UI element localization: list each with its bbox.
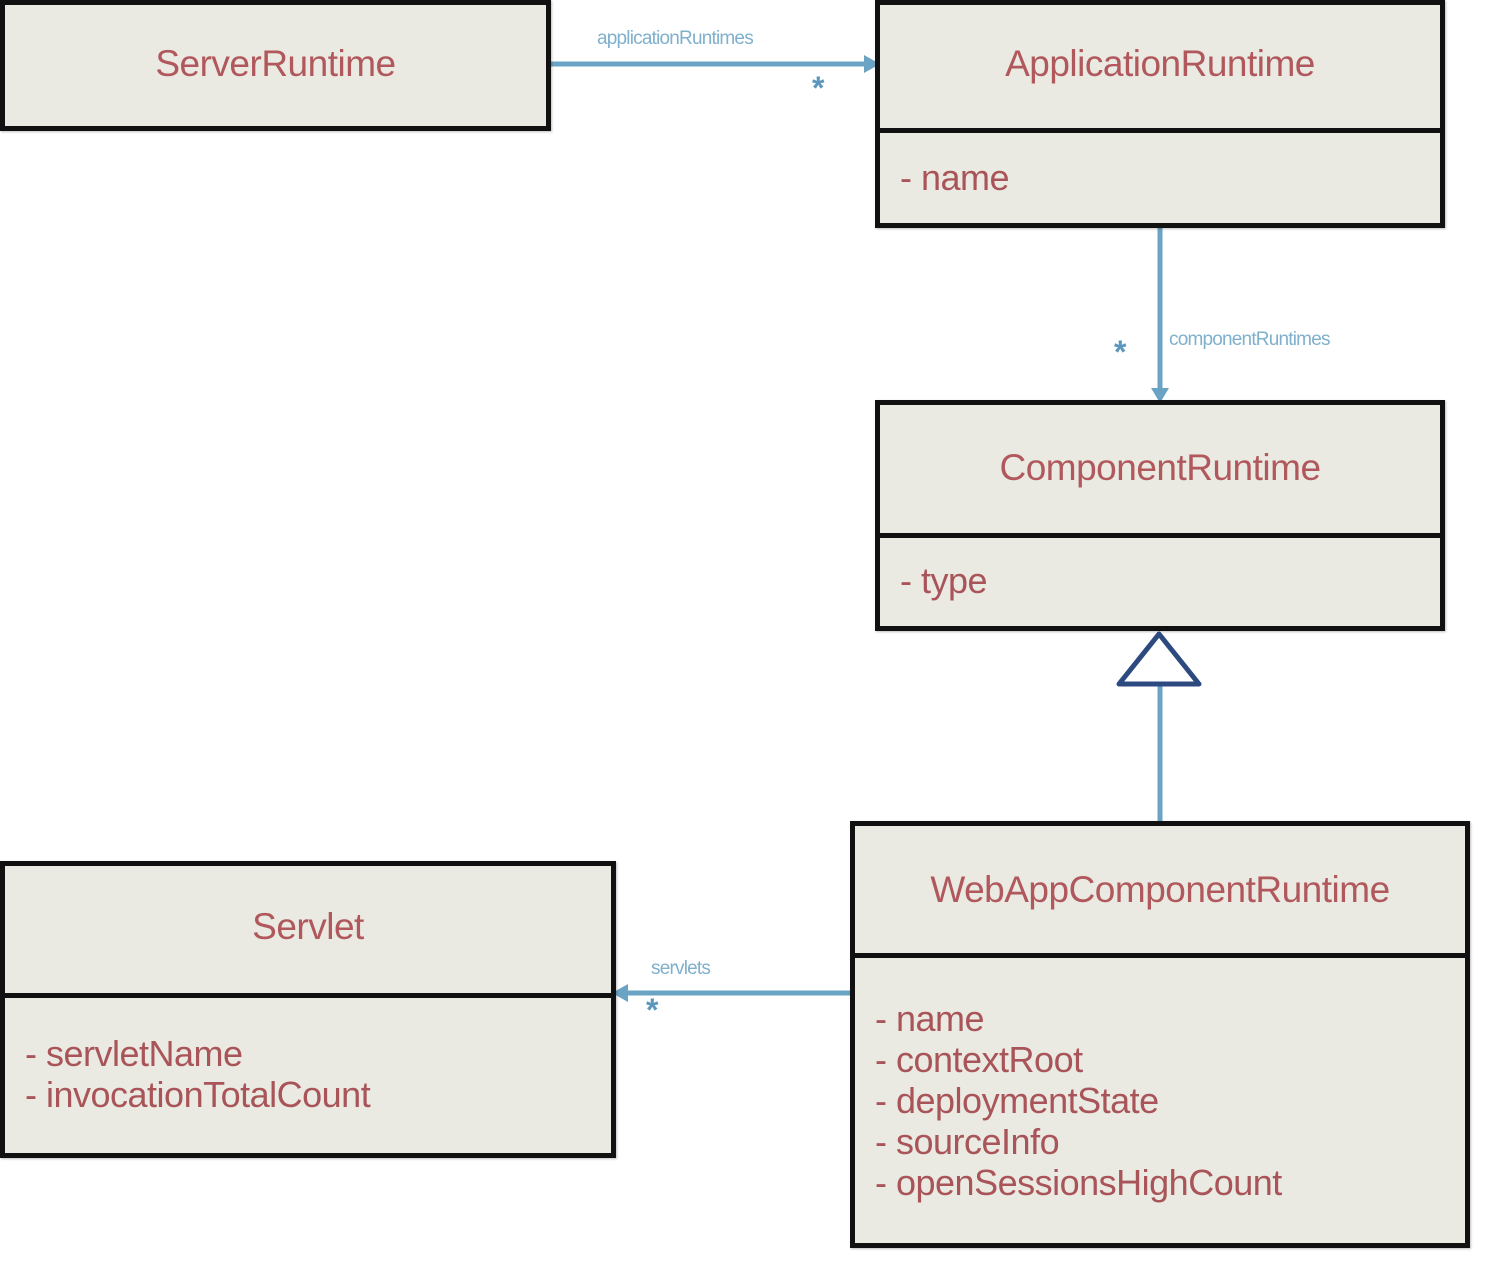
attribute: - name xyxy=(875,998,985,1039)
servlets-multiplicity: * xyxy=(646,992,659,1028)
compartment-divider xyxy=(880,533,1440,538)
attribute: - servletName xyxy=(25,1033,243,1074)
class-name: ServerRuntime xyxy=(155,43,396,84)
attribute: - openSessionsHighCount xyxy=(875,1162,1282,1203)
application-runtimes-label: applicationRuntimes xyxy=(597,28,754,49)
component-runtimes-multiplicity: * xyxy=(1114,334,1127,370)
attribute: - type xyxy=(900,560,988,601)
servlets-arrowhead xyxy=(612,984,628,1002)
class-server-runtime[interactable]: ServerRuntime xyxy=(0,0,551,131)
attribute-list: - servletName - invocationTotalCount xyxy=(25,1033,371,1115)
application-runtimes-arrowhead xyxy=(864,55,880,73)
class-name: WebAppComponentRuntime xyxy=(930,869,1390,910)
attribute: - name xyxy=(900,157,1010,198)
attribute-list: - name - contextRoot - deploymentState -… xyxy=(875,998,1282,1203)
class-servlet[interactable]: Servlet - servletName - invocationTotalC… xyxy=(0,861,616,1158)
attribute-list: - name xyxy=(900,157,1010,198)
application-runtimes-multiplicity: * xyxy=(812,70,825,106)
attribute: - contextRoot xyxy=(875,1039,1083,1080)
generalization-triangle xyxy=(1116,631,1202,687)
attribute: - deploymentState xyxy=(875,1080,1159,1121)
compartment-divider xyxy=(5,993,611,998)
compartment-divider xyxy=(855,953,1465,958)
class-application-runtime[interactable]: ApplicationRuntime - name xyxy=(875,0,1445,228)
attribute: - invocationTotalCount xyxy=(25,1074,371,1115)
class-component-runtime[interactable]: ComponentRuntime - type xyxy=(875,400,1445,631)
component-runtimes-label: componentRuntimes xyxy=(1169,329,1330,350)
attribute-list: - type xyxy=(900,560,988,601)
compartment-divider xyxy=(880,128,1440,133)
component-runtimes-arrowhead xyxy=(1151,388,1169,403)
attribute: - sourceInfo xyxy=(875,1121,1060,1162)
class-webapp-component-runtime[interactable]: WebAppComponentRuntime - name - contextR… xyxy=(850,821,1470,1248)
class-name: Servlet xyxy=(252,906,364,947)
servlets-label: servlets xyxy=(651,958,711,979)
class-name: ApplicationRuntime xyxy=(1005,43,1315,84)
class-name: ComponentRuntime xyxy=(999,447,1321,488)
